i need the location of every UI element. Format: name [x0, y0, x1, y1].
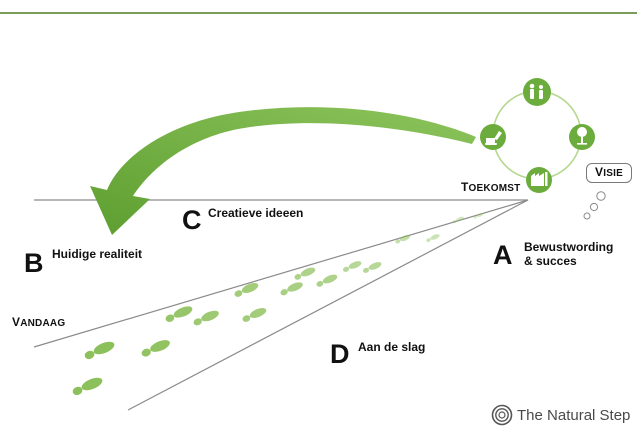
- path-line-lower: [127, 199, 529, 411]
- footprints: [72, 213, 484, 396]
- spiral-logo-icon: [491, 404, 513, 426]
- label-d-letter: D: [330, 339, 350, 369]
- label-a-letter: A: [493, 240, 513, 270]
- footprint: [280, 282, 303, 296]
- label-visie-rest: ISIE: [603, 168, 623, 179]
- footprint: [165, 306, 193, 322]
- brand-name: The Natural Step: [517, 406, 631, 424]
- label-c-letter: C: [182, 205, 202, 235]
- footprint: [242, 308, 267, 322]
- footprint: [294, 267, 316, 280]
- label-a-line-2: & succes: [524, 254, 577, 268]
- thought-bubbles: [583, 191, 606, 220]
- footprint: [234, 283, 259, 297]
- label-c-text: Creatieve ideeen: [208, 206, 304, 220]
- footprint: [452, 216, 464, 224]
- footprint: [363, 262, 382, 273]
- visie-box: VISIE: [586, 163, 632, 183]
- label-visie-cap: V: [595, 165, 604, 179]
- tree-icon: [569, 124, 595, 150]
- label-vandaag: VANDAAG: [12, 316, 65, 330]
- path-line-upper: [33, 199, 529, 348]
- label-b-letter: B: [24, 248, 44, 278]
- footprint: [395, 234, 411, 244]
- footprint: [193, 310, 219, 326]
- excavator-icon: [480, 124, 506, 150]
- footprint: [72, 377, 103, 396]
- label-vandaag-cap: V: [12, 315, 21, 329]
- factory-icon: [526, 167, 552, 193]
- label-d-text: Aan de slag: [358, 340, 426, 354]
- footprint: [141, 340, 170, 357]
- footprint: [316, 274, 338, 287]
- footprint: [473, 213, 484, 219]
- label-toekomst-cap: T: [461, 180, 469, 194]
- vision-circle: [480, 78, 595, 193]
- people-icon: [523, 78, 551, 106]
- label-visie: VISIE: [595, 166, 623, 180]
- label-toekomst: TOEKOMST: [461, 181, 521, 195]
- brand-logo: The Natural Step: [491, 404, 630, 426]
- footprint: [84, 341, 115, 360]
- label-b-text: Huidige realiteit: [52, 247, 143, 261]
- footprint: [343, 261, 362, 272]
- label-toekomst-rest: OEKOMST: [468, 183, 521, 194]
- footprint: [426, 234, 440, 242]
- label-a-line-1: Bewustwording: [524, 240, 614, 254]
- label-vandaag-rest: ANDAAG: [20, 318, 66, 329]
- label-a-text: Bewustwording & succes: [524, 240, 613, 268]
- backcasting-arrow: [90, 107, 476, 235]
